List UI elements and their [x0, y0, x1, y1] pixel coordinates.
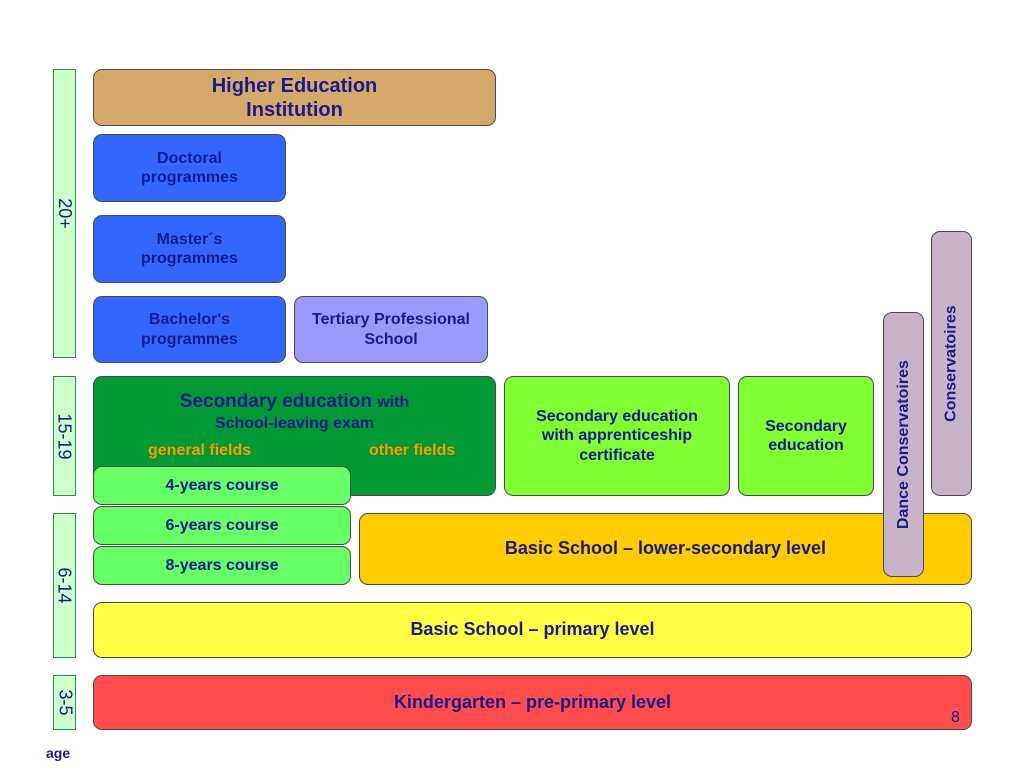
- doctoral-line1: Doctoral: [157, 149, 222, 167]
- secondary-general-title: Secondary education: [179, 391, 372, 412]
- course-label: 4-years course: [165, 476, 279, 494]
- masters-line2: programmes: [141, 250, 238, 267]
- bachelors-line2: programmes: [141, 330, 238, 348]
- course-label: 8-years course: [165, 556, 279, 574]
- age-band-15-19: 15-19: [53, 376, 76, 496]
- course-6-years: 6-years course: [93, 506, 351, 545]
- age-axis-label: age: [46, 745, 71, 761]
- age-band-label: 20+: [55, 198, 76, 229]
- basic-school-primary: Basic School – primary level: [93, 602, 972, 658]
- masters-line1: Master´s: [156, 230, 223, 248]
- general-fields-label: general fields: [148, 442, 252, 459]
- basic-primary-label: Basic School – primary level: [410, 619, 655, 640]
- basic-lower-label: Basic School – lower-secondary level: [504, 538, 827, 559]
- higher-education-institution: Higher Education Institution: [93, 69, 496, 126]
- secondary-general-title-suffix: with: [377, 394, 410, 411]
- bachelors-line1: Bachelor's: [148, 311, 231, 329]
- age-band-label: 6-14: [55, 567, 75, 604]
- age-band-6-14: 6-14: [53, 513, 76, 658]
- kindergarten-pre-primary: Kindergarten – pre-primary level: [93, 675, 972, 730]
- apprenticeship-line3: certificate: [579, 446, 655, 464]
- age-band-label: 15-19: [55, 412, 76, 460]
- dance-conservatoires: Dance Conservatoires: [883, 312, 924, 577]
- secondary-education-apprenticeship: Secondary education with apprenticeship …: [504, 376, 730, 496]
- age-band-3-5: 3-5: [53, 675, 76, 730]
- apprenticeship-line1: Secondary education: [536, 408, 698, 426]
- secondary-plain-line1: Secondary: [765, 417, 847, 435]
- bachelors-programmes: Bachelor's programmes: [93, 296, 286, 363]
- tertiary-line2: School: [364, 330, 418, 348]
- age-band-20plus: 20+: [53, 69, 76, 358]
- kindergarten-label: Kindergarten – pre-primary level: [393, 691, 672, 712]
- apprenticeship-line2: with apprenticeship: [541, 427, 693, 445]
- age-band-label: 3-5: [55, 689, 76, 716]
- tertiary-professional-school: Tertiary Professional School: [294, 296, 488, 363]
- tertiary-line1: Tertiary Professional: [312, 311, 470, 329]
- higher-education-line1: Higher Education: [211, 74, 378, 97]
- course-8-years: 8-years course: [93, 546, 351, 585]
- dance-conservatoires-label: Dance Conservatoires: [894, 360, 912, 529]
- secondary-plain-line2: education: [768, 437, 844, 454]
- higher-education-line2: Institution: [246, 98, 343, 121]
- course-label: 6-years course: [165, 516, 279, 534]
- doctoral-line2: programmes: [141, 169, 238, 186]
- secondary-education: Secondary education: [738, 376, 874, 496]
- basic-school-lower-secondary: Basic School – lower-secondary level: [359, 513, 972, 585]
- page-number: 8: [951, 709, 960, 726]
- masters-programmes: Master´s programmes: [93, 215, 286, 283]
- course-4-years: 4-years course: [93, 466, 351, 505]
- secondary-general-line2: School-leaving exam: [214, 414, 375, 432]
- secondary-general-title-row: Secondary education with: [180, 391, 409, 414]
- other-fields-label: other fields: [369, 442, 456, 459]
- doctoral-programmes: Doctoral programmes: [93, 134, 286, 202]
- conservatoires-label: Conservatoires: [942, 305, 960, 422]
- conservatoires: Conservatoires: [931, 231, 972, 496]
